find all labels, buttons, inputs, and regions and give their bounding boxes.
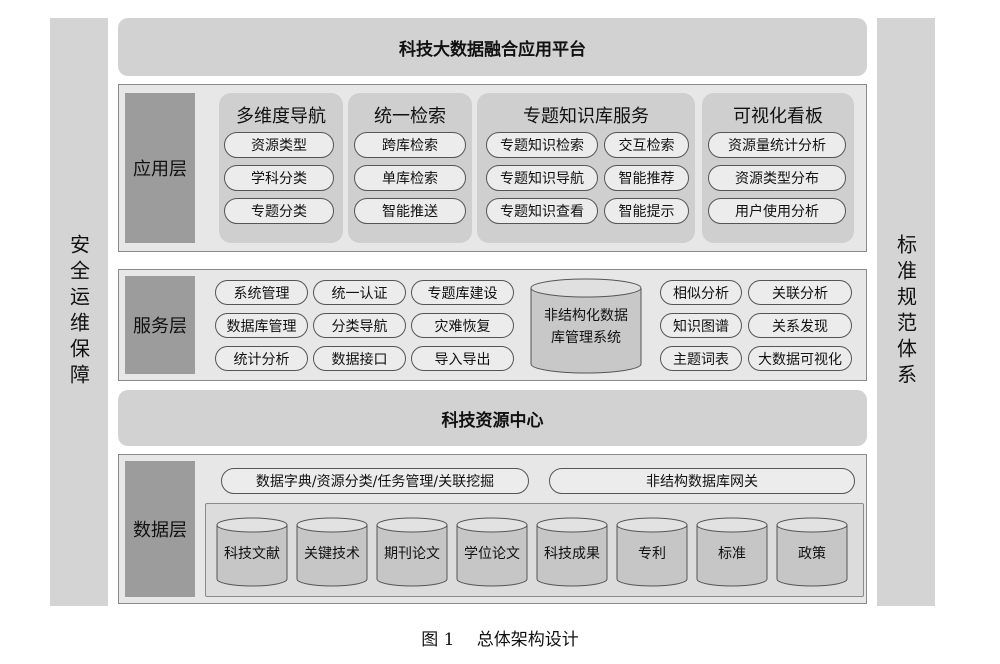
database-label: 学位论文 [464, 546, 520, 562]
pill-item: 学科分类 [224, 165, 334, 191]
pill-item: 主题词表 [660, 346, 742, 371]
database-icon [696, 517, 768, 587]
pill-item: 交互检索 [604, 132, 689, 158]
pill-item: 数据库管理 [215, 313, 308, 338]
data-layer-name: 数据层 [125, 461, 195, 597]
resource-center-title: 科技资源中心 [441, 410, 544, 431]
pill-item: 数据接口 [313, 346, 406, 371]
group-title: 可视化看板 [733, 106, 823, 127]
database-label: 专利 [638, 546, 666, 562]
database-icon [216, 517, 288, 587]
pill-item: 知识图谱 [660, 313, 742, 338]
database-cylinder: 期刊论文 [376, 517, 448, 587]
pill-item: 专题知识导航 [486, 165, 598, 191]
pill-item: 智能提示 [604, 198, 689, 224]
pill-item: 分类导航 [313, 313, 406, 338]
database-cylinder: 科技成果 [536, 517, 608, 587]
pill-item: 资源类型分布 [708, 165, 846, 191]
security-ops-column: 安全运维保障 [50, 18, 108, 606]
database-label: 科技文献 [224, 546, 280, 562]
pill-item: 资源量统计分析 [708, 132, 846, 158]
database-icon [296, 517, 368, 587]
database-label: 科技成果 [544, 546, 600, 562]
application-layer-label: 应用层 [133, 159, 187, 180]
pill-item: 智能推荐 [604, 165, 689, 191]
group-title: 专题知识库服务 [523, 106, 649, 127]
pill-item: 大数据可视化 [748, 346, 852, 371]
database-row: 科技文献 关键技术 期刊论文 学位论文 科技成果 专利 标准 政策 [216, 517, 856, 587]
database-icon [616, 517, 688, 587]
application-layer-name: 应用层 [125, 93, 195, 243]
pill-item: 相似分析 [660, 280, 742, 305]
database-icon [376, 517, 448, 587]
security-ops-label: 安全运维保障 [66, 234, 91, 390]
group-title: 多维度导航 [236, 106, 326, 127]
pill-item: 系统管理 [215, 280, 308, 305]
pill-item: 专题库建设 [411, 280, 514, 305]
db-gateway-bar: 非结构数据库网关 [549, 468, 855, 494]
pill-item: 统计分析 [215, 346, 308, 371]
data-layer-label: 数据层 [133, 520, 187, 541]
database-icon [776, 517, 848, 587]
database-label: 关键技术 [304, 546, 360, 562]
unstructured-db-system: 非结构化数据库管理系统 [530, 278, 642, 374]
database-icon [536, 517, 608, 587]
database-label: 政策 [798, 546, 826, 562]
pill-item: 关系发现 [748, 313, 852, 338]
pill-item: 统一认证 [313, 280, 406, 305]
platform-title-bar: 科技大数据融合应用平台 [118, 18, 867, 76]
data-management-bar: 数据字典/资源分类/任务管理/关联挖掘 [221, 468, 529, 494]
pill-item: 关联分析 [748, 280, 852, 305]
service-layer-label: 服务层 [133, 316, 187, 337]
database-cylinder: 政策 [776, 517, 848, 587]
figure-caption: 图 1 总体架构设计 [421, 630, 579, 650]
database-cylinder: 专利 [616, 517, 688, 587]
database-cylinder: 科技文献 [216, 517, 288, 587]
standards-label: 标准规范体系 [893, 234, 918, 390]
pill-item: 资源类型 [224, 132, 334, 158]
database-icon [456, 517, 528, 587]
database-label: 标准 [718, 546, 746, 562]
resource-center-bar: 科技资源中心 [118, 390, 867, 446]
db-system-label: 非结构化数据库管理系统 [544, 308, 628, 346]
group-title: 统一检索 [374, 106, 446, 127]
pill-item: 导入导出 [411, 346, 514, 371]
database-icon [530, 278, 642, 374]
pill-item: 专题知识查看 [486, 198, 598, 224]
pill-item: 智能推送 [354, 198, 466, 224]
database-cylinder: 关键技术 [296, 517, 368, 587]
standards-column: 标准规范体系 [877, 18, 935, 606]
database-label: 期刊论文 [384, 546, 440, 562]
pill-item: 专题分类 [224, 198, 334, 224]
platform-title: 科技大数据融合应用平台 [399, 39, 586, 60]
pill-item: 用户使用分析 [708, 198, 846, 224]
database-cylinder: 学位论文 [456, 517, 528, 587]
service-layer-name: 服务层 [125, 276, 195, 374]
pill-item: 灾难恢复 [411, 313, 514, 338]
pill-item: 专题知识检索 [486, 132, 598, 158]
pill-item: 单库检索 [354, 165, 466, 191]
database-cylinder: 标准 [696, 517, 768, 587]
pill-item: 跨库检索 [354, 132, 466, 158]
